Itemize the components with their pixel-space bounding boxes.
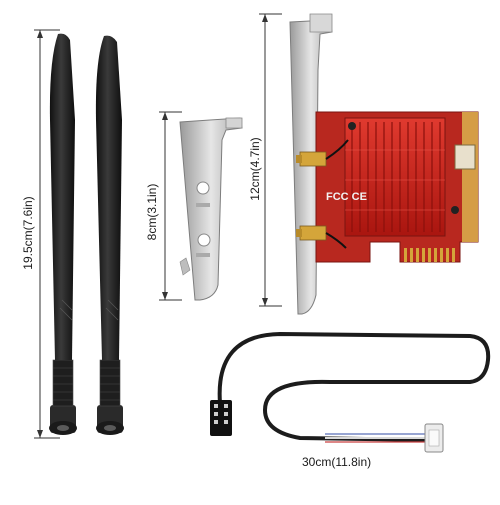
antenna-right bbox=[95, 35, 124, 435]
full-height-bracket bbox=[289, 13, 333, 315]
antenna-length-label: 19.5cm(7.6in) bbox=[21, 196, 35, 270]
heatsink bbox=[344, 117, 459, 237]
low-profile-dimension-line bbox=[159, 111, 182, 301]
pcie-gold-contacts bbox=[404, 248, 455, 262]
cable-length-label: 30cm(11.8in) bbox=[302, 455, 372, 469]
antenna-dimension-line bbox=[34, 29, 60, 439]
usb-header-cable bbox=[210, 331, 491, 453]
full-height-dimension-line bbox=[259, 13, 282, 307]
header-connector-right bbox=[325, 423, 444, 453]
certification-mark: FCC CE bbox=[326, 191, 367, 203]
header-connector-left bbox=[210, 400, 232, 436]
antenna-left bbox=[49, 33, 77, 435]
low-profile-bracket-label: 8cm(3.1in) bbox=[145, 183, 159, 241]
full-height-bracket-label: 12cm(4.7in) bbox=[248, 137, 262, 201]
wifi-pcie-card: FCC CE bbox=[296, 111, 479, 263]
sma-connectors bbox=[296, 151, 327, 241]
low-profile-bracket bbox=[179, 117, 243, 301]
usb-header-connector bbox=[454, 144, 476, 170]
